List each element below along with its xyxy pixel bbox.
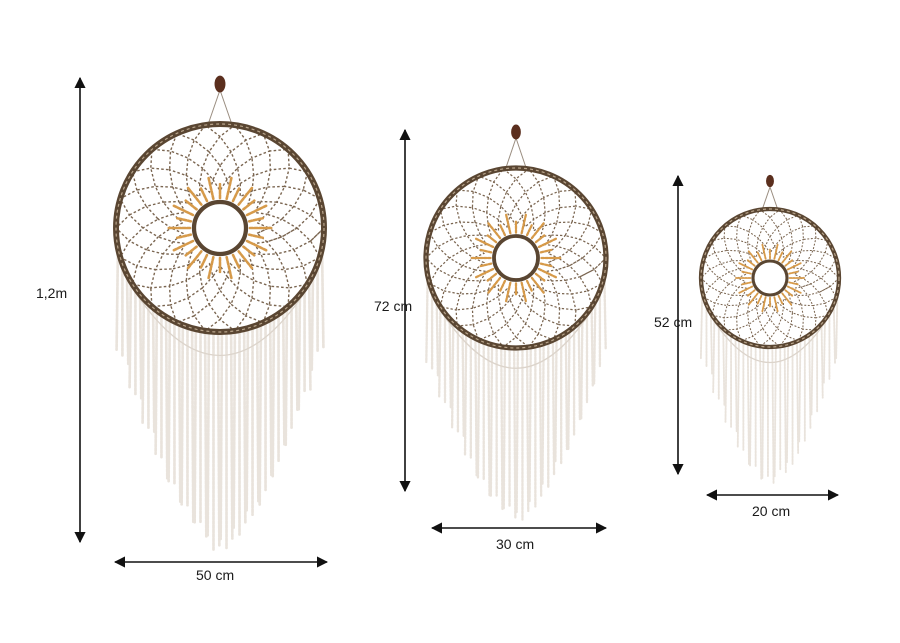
- width-label-medium: 30 cm: [496, 536, 535, 552]
- center-beads: [166, 176, 274, 280]
- wall-hook-icon: [511, 124, 521, 140]
- dreamcatcher-large: [113, 75, 327, 551]
- wall-hook-icon: [214, 75, 226, 93]
- height-label-large: 1,2m: [36, 285, 68, 301]
- inner-ring: [191, 199, 249, 257]
- inner-ring: [492, 234, 540, 282]
- center-beads: [734, 243, 806, 313]
- inner-ring: [751, 259, 789, 297]
- width-label-small: 20 cm: [752, 503, 791, 519]
- height-label-medium: 72 cm: [374, 298, 413, 314]
- dreamcatcher-medium: [423, 124, 609, 521]
- dreamcatcher-small: [698, 174, 842, 485]
- height-label-small: 52 cm: [654, 314, 693, 330]
- width-label-large: 50 cm: [196, 567, 235, 583]
- wall-hook-icon: [766, 174, 774, 188]
- center-beads: [470, 213, 562, 303]
